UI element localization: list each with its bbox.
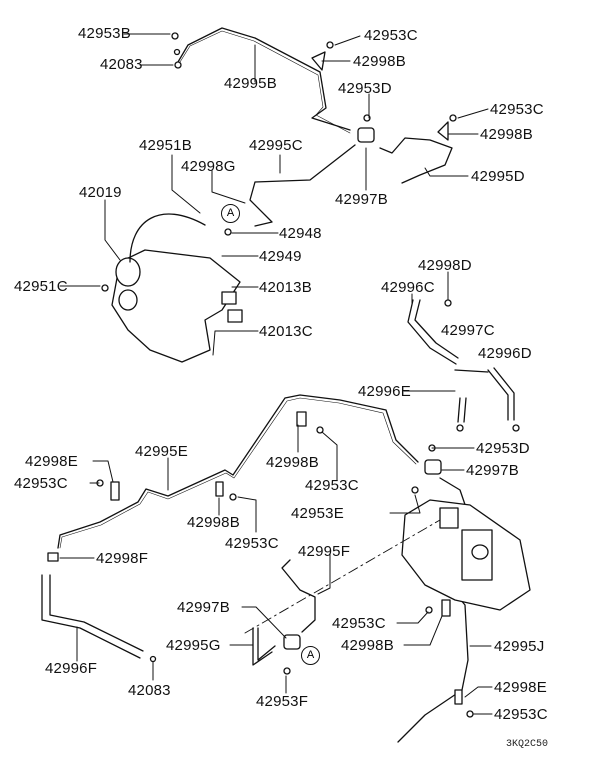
part-label-42949[interactable]: 42949 — [259, 248, 302, 265]
part-label-42998B[interactable]: 42998B — [480, 126, 533, 143]
part-label-42996D[interactable]: 42996D — [478, 345, 532, 362]
part-label-42998E[interactable]: 42998E — [494, 679, 547, 696]
pipe-42995E — [57, 394, 419, 549]
part-label-42948[interactable]: 42948 — [279, 225, 322, 242]
part-label-42953C[interactable]: 42953C — [332, 615, 386, 632]
view-marker-a-top: A — [221, 204, 240, 223]
part-label-42951B[interactable]: 42951B — [139, 137, 192, 154]
part-label-42995J[interactable]: 42995J — [494, 638, 545, 655]
part-label-42998F[interactable]: 42998F — [96, 550, 149, 567]
pipe-42995B — [177, 27, 351, 131]
part-label-42997C[interactable]: 42997C — [441, 322, 495, 339]
tube-42997C — [454, 369, 489, 373]
part-label-42998B[interactable]: 42998B — [266, 454, 319, 471]
pipe-42995D — [379, 137, 453, 184]
part-label-42953C[interactable]: 42953C — [305, 477, 359, 494]
part-label-42953B[interactable]: 42953B — [78, 25, 131, 42]
part-label-42013C[interactable]: 42013C — [259, 323, 313, 340]
part-label-42995G[interactable]: 42995G — [166, 637, 221, 654]
part-label-42953C[interactable]: 42953C — [490, 101, 544, 118]
part-label-42953C[interactable]: 42953C — [14, 475, 68, 492]
part-label-42953C[interactable]: 42953C — [494, 706, 548, 723]
part-label-42995D[interactable]: 42995D — [471, 168, 525, 185]
part-label-42996E[interactable]: 42996E — [358, 383, 411, 400]
part-label-42953D[interactable]: 42953D — [476, 440, 530, 457]
hose-42996D — [487, 367, 515, 421]
junction-42997B-low — [283, 634, 301, 650]
part-label-42996C[interactable]: 42996C — [381, 279, 435, 296]
part-label-42953E[interactable]: 42953E — [291, 505, 344, 522]
part-label-42995C[interactable]: 42995C — [249, 137, 303, 154]
pipe-42995F — [281, 559, 316, 633]
hose-42996C — [407, 299, 459, 365]
brackets — [110, 51, 463, 705]
part-label-42998B[interactable]: 42998B — [187, 514, 240, 531]
part-label-42998B[interactable]: 42998B — [341, 637, 394, 654]
part-label-42953C[interactable]: 42953C — [225, 535, 279, 552]
pipe-42995C — [249, 144, 356, 227]
part-label-42953D[interactable]: 42953D — [338, 80, 392, 97]
part-label-42998D[interactable]: 42998D — [418, 257, 472, 274]
part-label-42998B[interactable]: 42998B — [353, 53, 406, 70]
part-label-42995B[interactable]: 42995B — [224, 75, 277, 92]
part-label-42998G[interactable]: 42998G — [181, 158, 236, 175]
part-label-42953C[interactable]: 42953C — [364, 27, 418, 44]
part-label-42997B[interactable]: 42997B — [466, 462, 519, 479]
view-link-line — [244, 519, 441, 634]
part-label-42951C[interactable]: 42951C — [14, 278, 68, 295]
view-marker-a-bottom: A — [301, 646, 320, 665]
hose-42996E — [457, 397, 467, 423]
hose-42996F — [41, 574, 144, 659]
part-label-42995E[interactable]: 42995E — [135, 443, 188, 460]
part-label-42083[interactable]: 42083 — [100, 56, 143, 73]
part-label-42997B[interactable]: 42997B — [177, 599, 230, 616]
part-label-42019[interactable]: 42019 — [79, 184, 122, 201]
part-label-42083[interactable]: 42083 — [128, 682, 171, 699]
junction-42997B-mid — [424, 459, 442, 475]
part-label-42995F[interactable]: 42995F — [298, 543, 351, 560]
part-label-42996F[interactable]: 42996F — [45, 660, 98, 677]
junction-42997B-top — [357, 127, 375, 143]
part-label-42013B[interactable]: 42013B — [259, 279, 312, 296]
part-label-42997B[interactable]: 42997B — [335, 191, 388, 208]
hydraulic-unit-42013 — [111, 213, 243, 363]
part-label-42953F[interactable]: 42953F — [256, 693, 309, 710]
part-label-42998E[interactable]: 42998E — [25, 453, 78, 470]
leader-lines — [59, 33, 493, 715]
abs-unit — [401, 499, 531, 611]
pipe-42995G — [252, 627, 276, 666]
diagram-code: 3KQ2C50 — [506, 739, 549, 750]
